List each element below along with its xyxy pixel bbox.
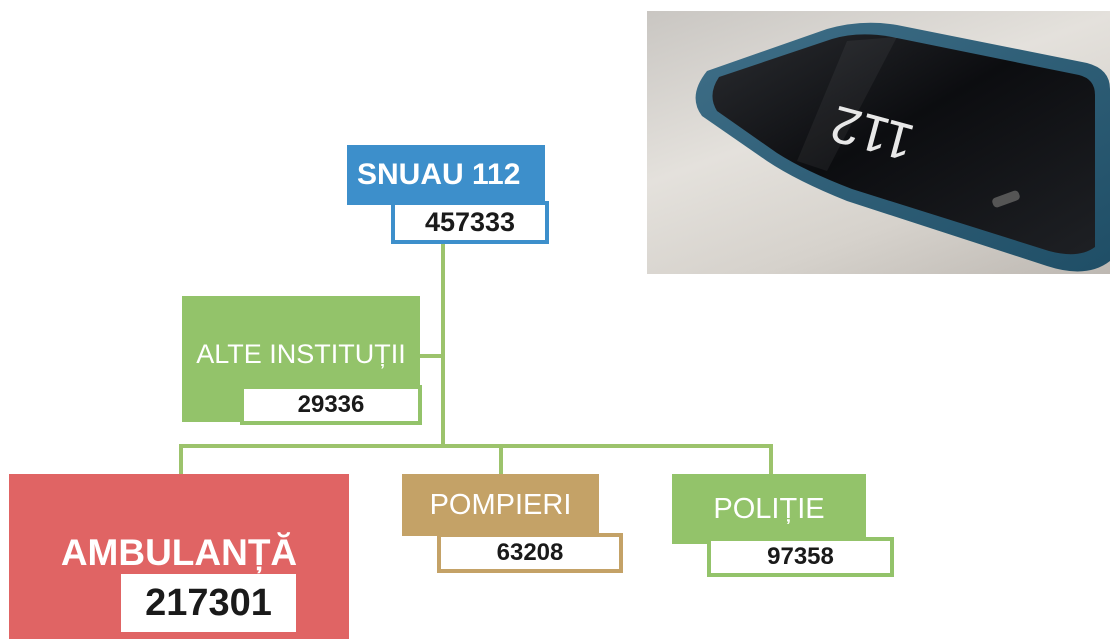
pompieri-value: 63208 <box>496 539 564 566</box>
politie-node: POLIȚIE <box>672 474 866 544</box>
phone-illustration: 112 <box>695 22 1110 272</box>
phone-photo: 112 <box>647 11 1110 274</box>
pompieri-node: POMPIERI <box>402 474 599 536</box>
usb-port <box>992 190 1020 208</box>
root-node: SNUAU 112 <box>347 145 545 205</box>
ambulanta-value-box: 217301 <box>121 574 296 632</box>
politie-value-box: 97358 <box>707 537 894 577</box>
ambulanta-value: 217301 <box>145 581 272 624</box>
root-value: 457333 <box>424 207 516 237</box>
alte-institutii-title: ALTE INSTITUȚII <box>196 339 406 369</box>
pompieri-value-box: 63208 <box>437 533 623 573</box>
root-title: SNUAU 112 <box>357 158 521 191</box>
politie-title: POLIȚIE <box>713 492 825 525</box>
ambulanta-title: AMBULANȚĂ <box>60 532 298 573</box>
pompieri-title: POMPIERI <box>429 488 572 521</box>
politie-value: 97358 <box>767 543 834 570</box>
root-value-box: 457333 <box>391 201 549 244</box>
alte-institutii-value: 29336 <box>297 391 365 418</box>
alte-institutii-value-box: 29336 <box>240 385 422 425</box>
